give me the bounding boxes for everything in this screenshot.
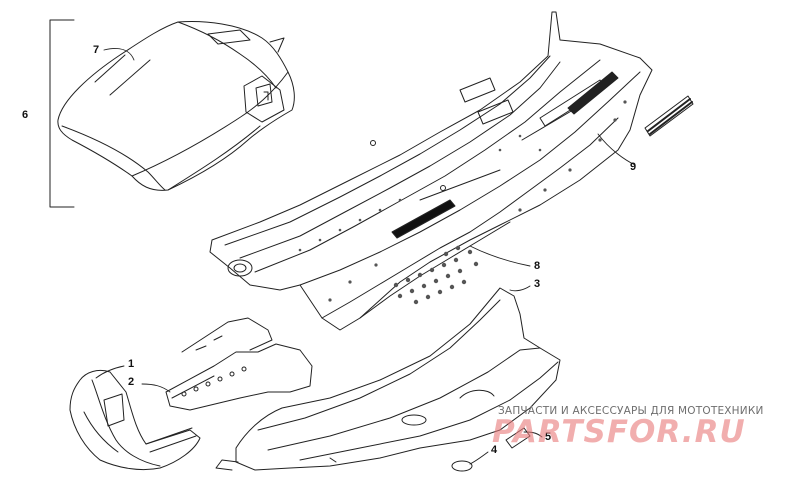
leader-lines [95, 48, 636, 465]
tunnel-decal [391, 199, 456, 239]
tunnel-body [209, 11, 653, 331]
callout-6: 6 [22, 109, 29, 121]
fastener-part-5 [505, 427, 531, 449]
fastener-part-4 [451, 460, 473, 472]
callout-1: 1 [128, 358, 135, 370]
leader-4 [469, 451, 489, 465]
callout-5: 5 [545, 431, 552, 443]
callout-7: 7 [93, 44, 100, 56]
belly-pan-part [215, 287, 561, 471]
watermark-logo: PARTSFOR.RU [492, 414, 746, 450]
callout-4: 4 [491, 444, 498, 456]
leader-2 [141, 383, 171, 393]
leader-9 [597, 133, 636, 166]
leader-1 [95, 365, 125, 379]
leader-8 [469, 245, 531, 267]
side-decals [567, 71, 694, 137]
callout-3: 3 [534, 278, 541, 290]
leader-5 [523, 431, 543, 438]
callout-6-bracket [49, 19, 75, 208]
bumper-part [69, 369, 201, 471]
callout-9: 9 [630, 161, 637, 173]
leader-7 [103, 48, 135, 61]
mount-bracket-part [165, 317, 313, 411]
seat-part [57, 21, 295, 191]
callout-2: 2 [128, 376, 135, 388]
leader-3 [509, 285, 531, 292]
callout-8: 8 [534, 260, 541, 272]
watermark-caption: ЗАПЧАСТИ И АКСЕССУАРЫ ДЛЯ МОТОТЕХНИКИ [498, 405, 764, 417]
